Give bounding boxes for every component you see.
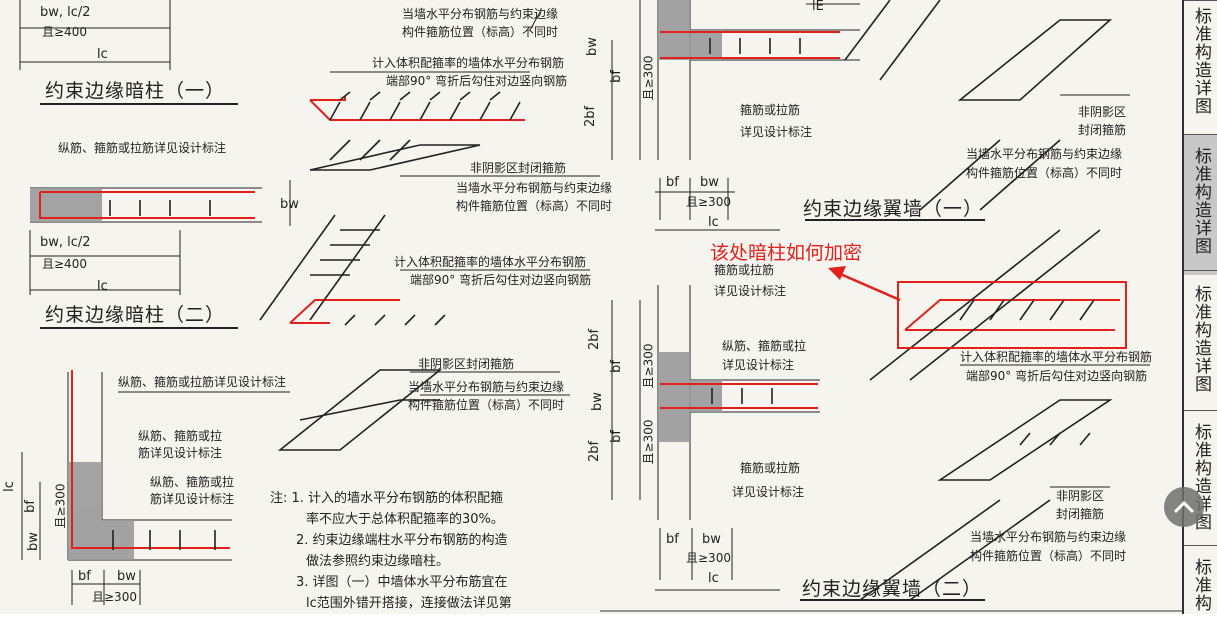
label-horiz-pos-g: 当墙水平分布钢筋与约束边缘 bbox=[966, 147, 1123, 161]
dim-2bf-r2b: 2bf bbox=[587, 440, 603, 463]
label-see-design-r2: 详见设计标注 bbox=[714, 284, 787, 298]
title-wing-wall-1: 约束边缘翼墙（一） bbox=[803, 198, 984, 220]
dim-lc-2: lc bbox=[97, 279, 108, 294]
label-count-bar-c: 计入体积配箍率的墙体水平分布钢筋 bbox=[394, 255, 587, 269]
dim-lc-r2: lc bbox=[708, 571, 719, 586]
side-tab-3[interactable]: 标准构造详图 bbox=[1184, 270, 1217, 419]
dim-bw-r2: bw bbox=[589, 392, 605, 411]
note-line: 率不应大于总体积配箍率的30%。 bbox=[306, 512, 504, 527]
note-line: lc范围外错开搭接，连接做法详见第 bbox=[306, 596, 512, 611]
dim-bf-r1: bf bbox=[608, 70, 624, 83]
label-see-design-r3: 详见设计标注 bbox=[732, 485, 805, 499]
dim-bw-vert: bw bbox=[25, 532, 41, 551]
label-rebar-b-r2: 详见设计标注 bbox=[722, 358, 795, 372]
dim-bw-r1: bw bbox=[584, 37, 600, 56]
label-horiz-pos-h: 构件箍筋位置（标高）不同时 bbox=[966, 166, 1123, 180]
dim-bw-r1b: bw bbox=[700, 175, 719, 190]
label-horiz-pos-e: 当墙水平分布钢筋与约束边缘 bbox=[408, 380, 565, 394]
label-rebar-a-2: 纵筋、箍筋或拉 bbox=[150, 475, 235, 489]
dim-ge300-r2c: 且≥300 bbox=[686, 551, 731, 565]
annotation-question: 该处暗柱如何加密 bbox=[710, 242, 863, 264]
dim-ge400-2: 且≥400 bbox=[42, 257, 87, 271]
tab-label: 标准构造详图 bbox=[1191, 285, 1211, 393]
dim-ge300-r2a: 且≥300 bbox=[641, 343, 656, 389]
tab-label: 标准构造详图 bbox=[1191, 7, 1211, 115]
dim-ge300-bottom: 且≥300 bbox=[92, 590, 137, 604]
title-wing-wall-2: 约束边缘翼墙（二） bbox=[802, 578, 983, 600]
dim-bw-side: bw bbox=[280, 197, 299, 212]
dim-lc-r1: lc bbox=[708, 215, 719, 230]
side-tab-5[interactable]: 标准构 bbox=[1184, 545, 1217, 627]
label-non-shadow-2: 非阴影区封闭箍筋 bbox=[418, 357, 515, 371]
side-tab-2-active[interactable]: 标准构造详图 bbox=[1184, 134, 1217, 275]
label-horiz-pos-d: 构件箍筋位置（标高）不同时 bbox=[456, 199, 613, 213]
label-rebar-a-r2: 纵筋、箍筋或拉 bbox=[722, 339, 807, 353]
dim-lc: lc bbox=[97, 47, 108, 62]
note-line: 3. 详图（一）中墙体水平分布筋宜在 bbox=[296, 575, 508, 590]
dim-2bf-r1: 2bf bbox=[583, 105, 599, 128]
chevron-up-icon bbox=[1173, 500, 1195, 514]
label-count-bar-e: 计入体积配箍率的墙体水平分布钢筋 bbox=[960, 350, 1153, 364]
dim-bf-r1b: bf bbox=[666, 175, 679, 190]
label-horiz-pos-a: 当墙水平分布钢筋与约束边缘 bbox=[402, 7, 559, 21]
label-stirrup-r1: 箍筋或拉筋 bbox=[740, 103, 801, 117]
side-tab-4[interactable]: 标准构造详图 bbox=[1184, 410, 1217, 551]
side-tab-1[interactable]: 标准构造详图 bbox=[1184, 0, 1217, 135]
dim-ge300-r2b: 且≥300 bbox=[641, 419, 656, 465]
dim-bf-r2b: bf bbox=[608, 430, 624, 443]
label-horiz-pos-c: 当墙水平分布钢筋与约束边缘 bbox=[456, 181, 613, 195]
label-non-shadow-a2: 非阴影区 bbox=[1056, 489, 1105, 503]
scroll-top-button[interactable] bbox=[1164, 487, 1204, 527]
label-non-shadow-a1: 非阴影区 bbox=[1078, 105, 1127, 119]
title-hidden-col-1: 约束边缘暗柱（一） bbox=[45, 80, 226, 102]
label-stirrup-r3: 箍筋或拉筋 bbox=[740, 461, 801, 475]
label-rebar-a-1: 纵筋、箍筋或拉 bbox=[138, 429, 223, 443]
note-line: 2. 约束边缘端柱水平分布钢筋的构造 bbox=[296, 533, 508, 548]
dim-ge300-r1b: 且≥300 bbox=[686, 195, 731, 209]
dim-lc-vert: lc bbox=[1, 481, 17, 492]
tab-label: 标准构 bbox=[1191, 558, 1211, 612]
label-count-bar-d: 端部90° 弯折后勾住对边竖向钢筋 bbox=[410, 273, 592, 287]
label-non-shadow-1: 非阴影区封闭箍筋 bbox=[470, 161, 567, 175]
label-rebar-b-2: 筋详见设计标注 bbox=[150, 492, 235, 506]
notes-block: 注: 1. 计入的墙水平分布钢筋的体积配箍 率不应大于总体积配箍率的30%。 2… bbox=[270, 488, 538, 614]
tab-label: 标准构造详图 bbox=[1191, 147, 1211, 255]
dim-ge300-vert: 且≥300 bbox=[53, 483, 68, 529]
highlight-box bbox=[897, 281, 1127, 349]
label-see-design-r1: 详见设计标注 bbox=[740, 125, 813, 139]
dim-bw-r2c: bw bbox=[702, 532, 721, 547]
drawing-linework bbox=[19, 0, 1184, 614]
note-line: 做法参照约束边缘暗柱。 bbox=[306, 554, 450, 569]
label-count-bar-b: 端部90° 弯折后勾住对边竖向钢筋 bbox=[386, 74, 568, 88]
dim-2bf-r2a: 2bf bbox=[587, 328, 603, 351]
label-horiz-pos-f: 构件箍筋位置（标高）不同时 bbox=[408, 398, 565, 412]
dim-bw-lc-half-2: bw, lc/2 bbox=[40, 235, 91, 250]
label-rebar-b-1: 筋详见设计标注 bbox=[138, 446, 223, 460]
dim-ge300-r1: 且≥300 bbox=[641, 55, 656, 101]
note-line: 注: 1. 计入的墙水平分布钢筋的体积配箍 bbox=[270, 491, 504, 506]
label-horiz-pos-b: 构件箍筋位置（标高）不同时 bbox=[402, 25, 559, 39]
dim-bf-r2a: bf bbox=[608, 360, 624, 373]
label-rebar-note-2: 纵筋、箍筋或拉筋详见设计标注 bbox=[118, 375, 287, 389]
label-closed-hoop-1: 封闭箍筋 bbox=[1078, 123, 1127, 137]
label-stirrup-r2: 箍筋或拉筋 bbox=[714, 263, 775, 277]
dim-bw-lc-half: bw, lc/2 bbox=[40, 5, 91, 20]
dim-lE: lE bbox=[812, 0, 824, 14]
dim-bf-bottom: bf bbox=[78, 569, 91, 584]
title-hidden-col-2: 约束边缘暗柱（二） bbox=[45, 304, 226, 326]
label-closed-hoop-2: 封闭箍筋 bbox=[1056, 507, 1105, 521]
dim-bf-r2c: bf bbox=[666, 532, 679, 547]
drawing-page: bw, lc/2 且≥400 lc 约束边缘暗柱（一） 纵筋、箍筋或拉筋详见设计… bbox=[0, 0, 1217, 614]
dim-bf-vert: bf bbox=[22, 500, 38, 513]
label-count-bar-f: 端部90° 弯折后勾住对边竖向钢筋 bbox=[966, 369, 1148, 383]
label-horiz-pos-j: 构件箍筋位置（标高）不同时 bbox=[970, 549, 1127, 563]
dim-bw-bottom: bw bbox=[117, 569, 136, 584]
label-count-bar-a: 计入体积配箍率的墙体水平分布钢筋 bbox=[372, 56, 565, 70]
label-horiz-pos-i: 当墙水平分布钢筋与约束边缘 bbox=[970, 530, 1127, 544]
dim-ge400: 且≥400 bbox=[42, 25, 87, 39]
label-rebar-note-1: 纵筋、箍筋或拉筋详见设计标注 bbox=[58, 141, 227, 155]
